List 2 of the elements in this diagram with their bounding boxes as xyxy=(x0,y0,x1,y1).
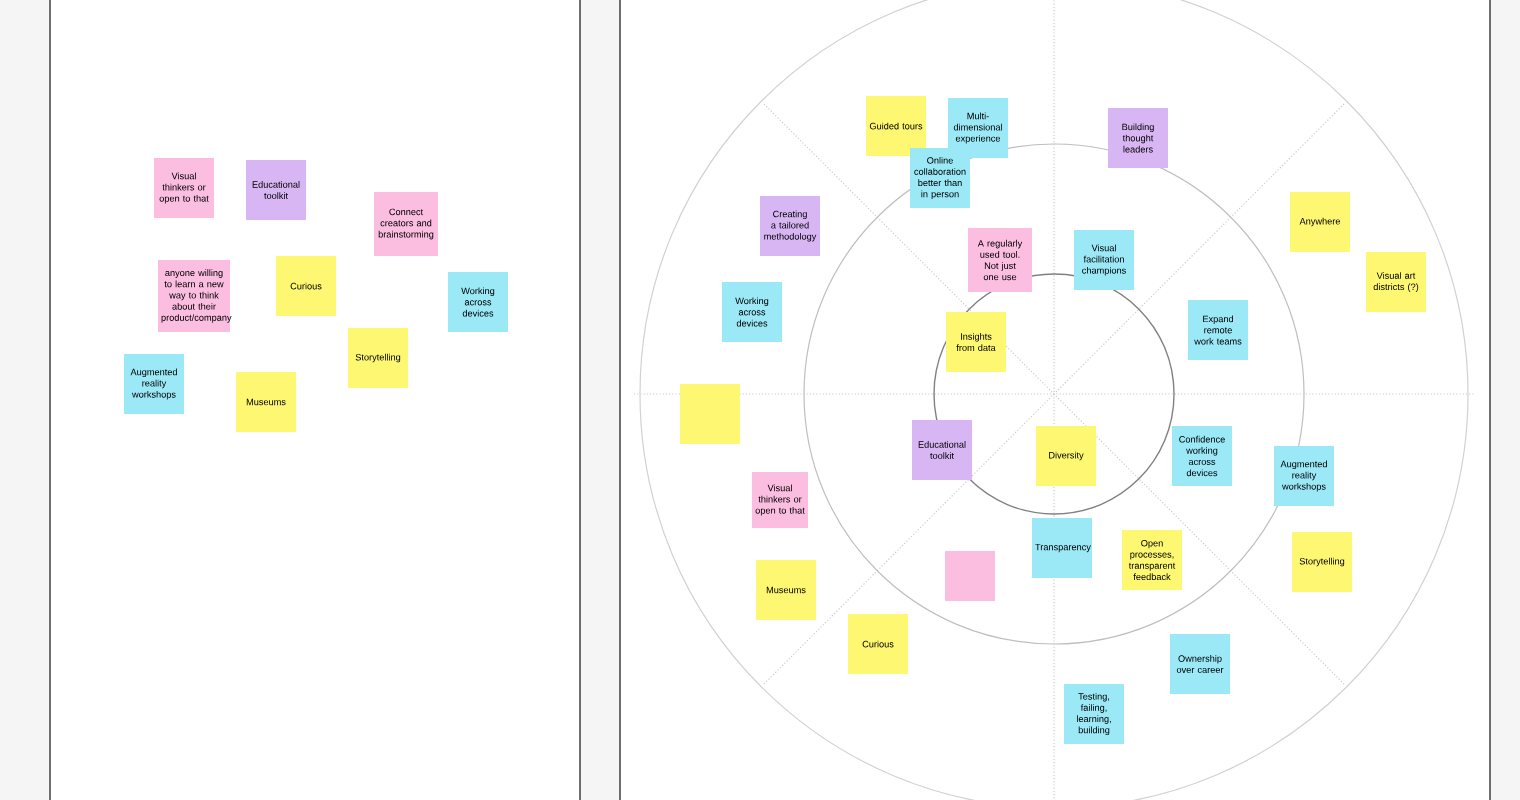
sticky-note xyxy=(680,384,740,444)
sticky-note xyxy=(945,551,995,601)
